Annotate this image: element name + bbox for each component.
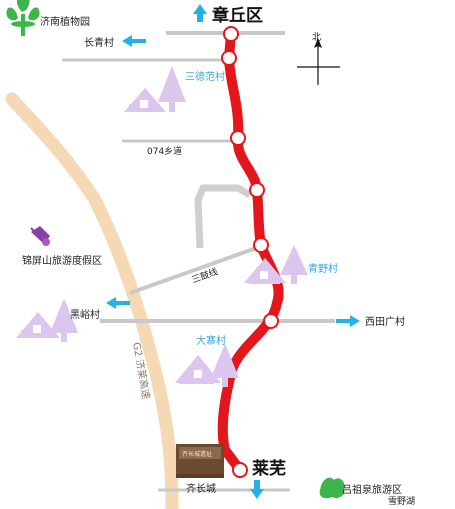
arrow-left-icon xyxy=(106,297,130,309)
compass-arrow-icon xyxy=(314,38,322,48)
compass: 北 xyxy=(297,32,340,85)
village-door xyxy=(33,325,41,333)
changqing-label: 长青村 xyxy=(84,36,114,49)
road-sangu xyxy=(129,244,263,295)
gate-sign xyxy=(176,444,224,478)
xueye-label: 雪野湖 xyxy=(388,496,415,507)
green-area-icon xyxy=(319,477,345,499)
arrow-right-icon xyxy=(336,315,360,327)
great-wall-label: 齐长城 xyxy=(186,482,216,495)
stop-marker xyxy=(249,182,265,198)
village-door xyxy=(140,100,148,108)
arrow-left-icon xyxy=(122,35,146,47)
stop-marker xyxy=(253,237,269,253)
dazhai-label: 大寨村 xyxy=(196,334,226,347)
stop-marker xyxy=(223,26,239,42)
village-door xyxy=(194,370,202,378)
north-terminus-label: 章丘区 xyxy=(212,5,263,26)
xitian-label: 西田广村 xyxy=(365,315,405,328)
heiyu-label: 黑峪村 xyxy=(70,308,100,321)
jinan-botanical-label: 济南植物园 xyxy=(40,15,90,28)
fleur-de-lis-icon xyxy=(6,0,40,36)
stop-marker xyxy=(221,50,237,66)
village-icon xyxy=(175,343,239,387)
qingye-label: 青野村 xyxy=(308,262,338,275)
luzu-label: 吕祖泉旅游区 xyxy=(342,483,402,496)
stop-marker xyxy=(263,313,279,329)
south-terminus-label: 莱芜 xyxy=(252,458,286,479)
gate-sign-text: 齐长城遗址 xyxy=(182,450,212,458)
village-icon xyxy=(244,245,308,284)
jinping-label: 锦屏山旅游度假区 xyxy=(22,254,102,267)
arrow-down-icon xyxy=(250,480,264,499)
g2-highway xyxy=(5,92,179,509)
route-stops xyxy=(221,26,279,478)
arrow-up-icon xyxy=(193,4,207,22)
map-pin-icon xyxy=(30,226,50,246)
village-door xyxy=(260,271,268,279)
road-074-label: 074乡道 xyxy=(147,145,182,157)
sandefan-label: 三德范村 xyxy=(185,70,225,83)
village-icon xyxy=(124,66,186,112)
stop-marker xyxy=(230,130,246,146)
stop-marker xyxy=(232,462,248,478)
road-winding xyxy=(194,184,252,249)
village-icon xyxy=(16,298,78,342)
north-label: 北 xyxy=(312,32,321,43)
